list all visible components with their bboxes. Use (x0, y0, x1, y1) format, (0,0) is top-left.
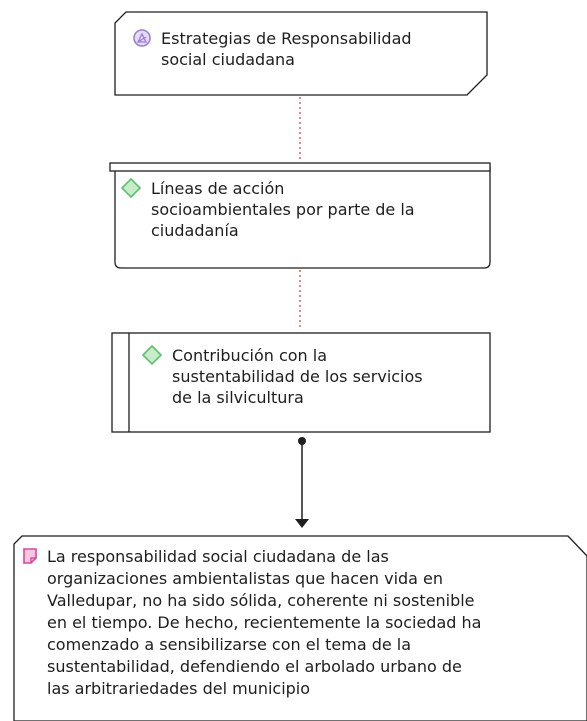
node-label-line: las arbitrariedades del municipio (47, 679, 311, 698)
node-label-line: organizaciones ambientalistas que hacen … (47, 569, 444, 588)
node-label-line: en el tiempo. De hecho, recientemente la… (47, 613, 482, 632)
node-label-line: comenzado a sensibilizarse con el tema d… (47, 635, 412, 654)
arrowhead-icon (295, 519, 309, 528)
node-label-line: Valledupar, no ha sido sólida, coherente… (47, 591, 475, 610)
node-label-line: La responsabilidad social ciudadana de l… (47, 547, 389, 566)
diamond-icon (120, 177, 142, 199)
node-label-line: de la silvicultura (172, 388, 304, 407)
note-node-shape[interactable] (13, 535, 587, 721)
strategy-node-label: Estrategias de Responsabilidad social ci… (161, 28, 412, 70)
node-label-line: socioambientales por parte de la (151, 200, 415, 219)
memo-icon (23, 548, 37, 564)
action-lines-node-shape[interactable] (114, 166, 491, 269)
contribution-node-shape[interactable] (111, 332, 491, 433)
node-label-line: sustentabilidad de los servicios (172, 367, 423, 386)
node-label-line: sustentabilidad, defendiendo el arbolado… (47, 657, 462, 676)
node-label-line: ciudadanía (151, 221, 239, 240)
node-label-line: Contribución con la (172, 346, 328, 365)
action-lines-top-bar (109, 162, 491, 172)
node-label-line: Estrategias de Responsabilidad (161, 29, 412, 48)
node-label-line: social ciudadana (161, 50, 295, 69)
contribution-node-label: Contribución con la sustentabilidad de l… (172, 345, 423, 408)
diamond-icon (141, 344, 163, 366)
strategy-node-shape[interactable] (114, 11, 488, 96)
node-label-line: Líneas de acción (151, 179, 285, 198)
note-node-label: La responsabilidad social ciudadana de l… (47, 546, 481, 700)
network-icon (133, 29, 151, 47)
action-lines-node-label: Líneas de acción socioambientales por pa… (151, 178, 415, 241)
